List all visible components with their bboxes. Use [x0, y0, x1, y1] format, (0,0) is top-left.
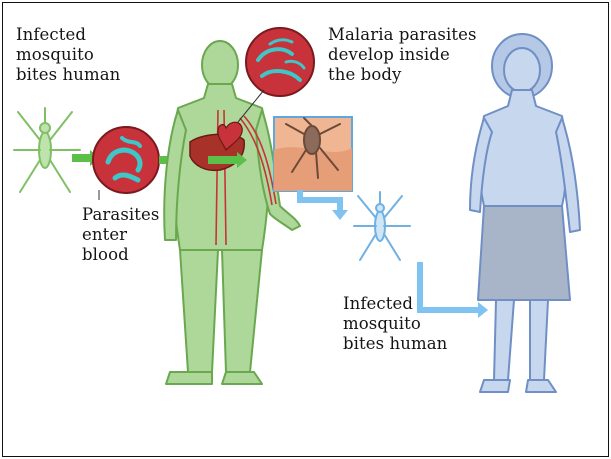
mosquito-bite-inset: [274, 117, 352, 191]
healthy-person: [470, 34, 580, 392]
mosquito-icon: [354, 192, 410, 260]
label-infected-mosquito-bites-human-2: Infected mosquito bites human: [343, 294, 447, 354]
parasite-icon: [93, 127, 159, 193]
parasite-icon: [246, 28, 314, 96]
arrow-to-mosquito: [300, 190, 340, 212]
mosquito-icon: [14, 108, 80, 192]
label-parasites-enter-blood: Parasites enter blood: [82, 205, 159, 265]
label-malaria-parasites-develop: Malaria parasites develop inside the bod…: [328, 25, 477, 85]
label-infected-mosquito-bites-human-1: Infected mosquito bites human: [16, 25, 120, 85]
